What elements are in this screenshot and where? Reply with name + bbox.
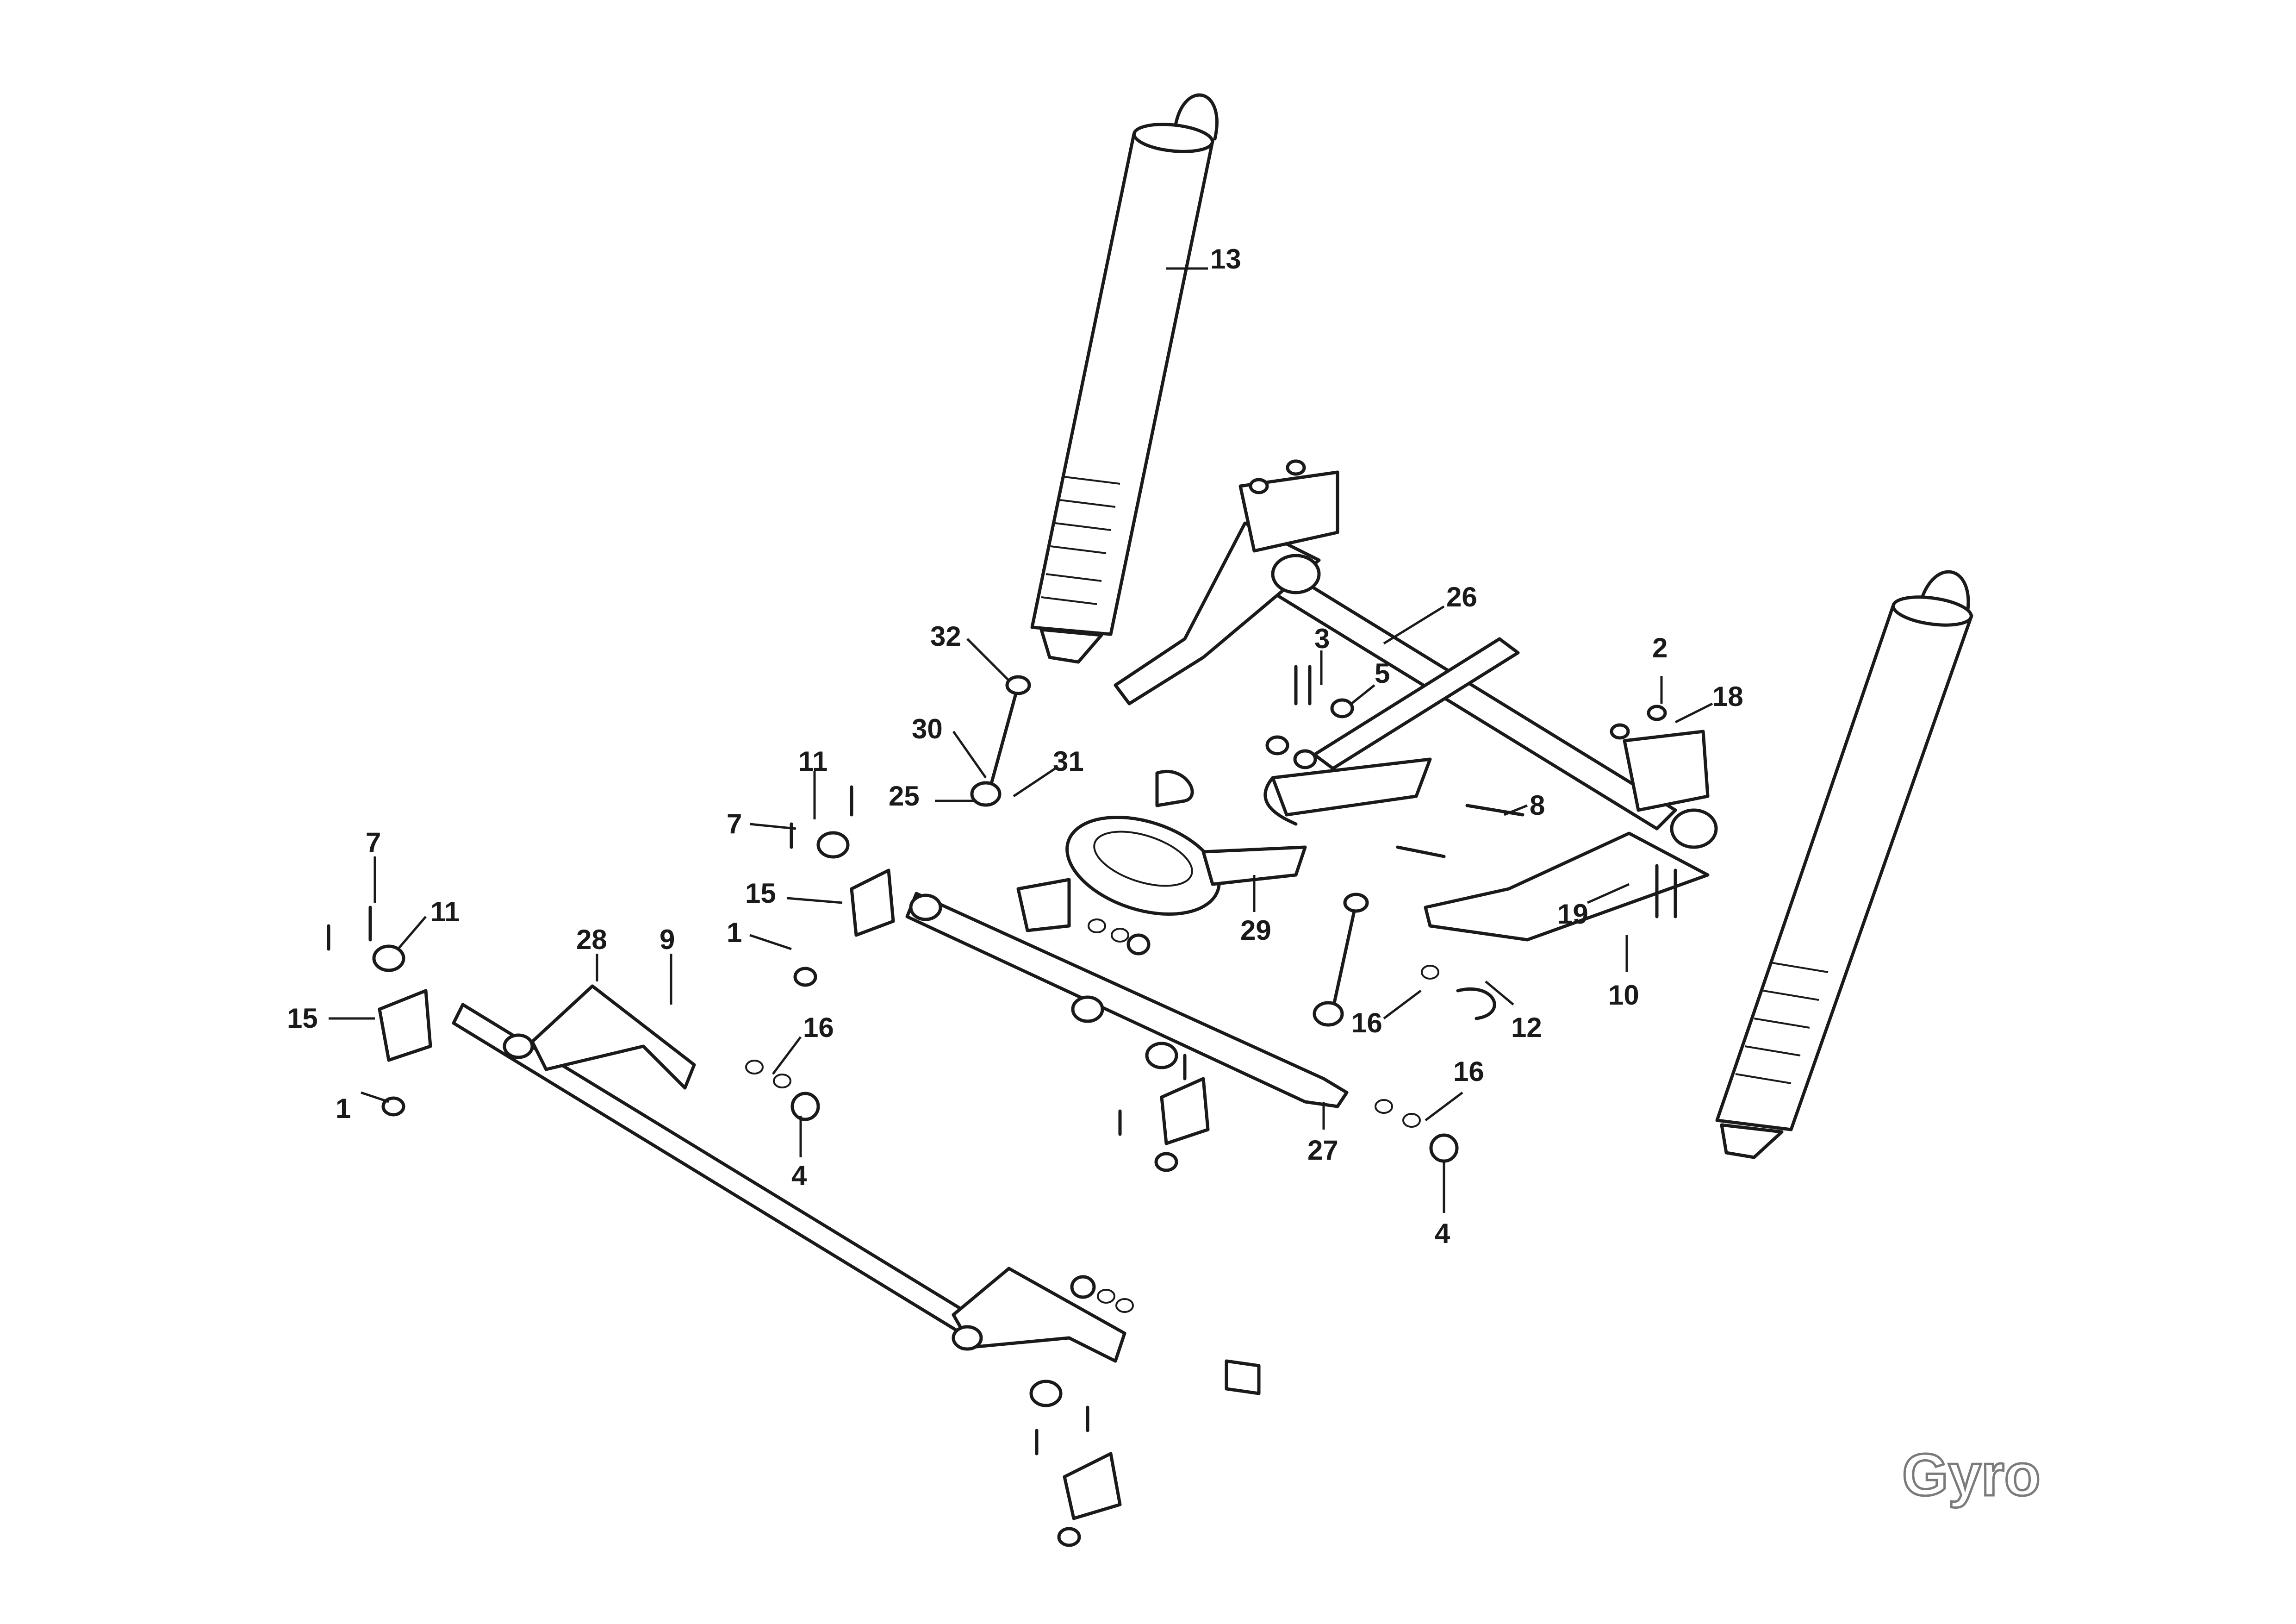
callout-25: 25 bbox=[889, 781, 920, 812]
callout-15-b: 15 bbox=[287, 1003, 318, 1034]
callout-7-b: 7 bbox=[366, 827, 381, 858]
callout-11-b: 11 bbox=[430, 896, 460, 927]
link-rod-right bbox=[1313, 893, 1369, 1027]
callout-11-a: 11 bbox=[798, 746, 828, 777]
arm-part-27 bbox=[905, 878, 1349, 1108]
spring-part-13 bbox=[1030, 93, 1219, 664]
callout-18: 18 bbox=[1712, 681, 1743, 712]
callout-29: 29 bbox=[1240, 915, 1271, 946]
frame-part-26 bbox=[1114, 470, 1718, 942]
callout-4-a: 4 bbox=[791, 1160, 807, 1191]
callout-16-c: 16 bbox=[1453, 1056, 1484, 1087]
callout-8: 8 bbox=[1530, 790, 1545, 821]
callout-10: 10 bbox=[1608, 980, 1639, 1011]
callout-4-b: 4 bbox=[1435, 1218, 1450, 1249]
callout-16-b: 16 bbox=[803, 1012, 834, 1043]
callout-3: 3 bbox=[1314, 623, 1330, 654]
shaft-part-28 bbox=[452, 984, 1126, 1363]
pedal-part-29 bbox=[1065, 815, 1307, 916]
callout-19: 19 bbox=[1557, 899, 1588, 930]
hardware bbox=[327, 459, 1677, 1547]
callout-9: 9 bbox=[660, 924, 675, 955]
callout-1-b: 1 bbox=[336, 1093, 351, 1124]
callout-16-a: 16 bbox=[1351, 1007, 1382, 1038]
callout-30: 30 bbox=[912, 713, 943, 744]
leader-lines bbox=[329, 267, 1713, 1213]
spring-right bbox=[1715, 570, 1973, 1159]
callout-31: 31 bbox=[1053, 746, 1084, 777]
link-rod-assembly bbox=[970, 675, 1031, 807]
callout-1-a: 1 bbox=[727, 917, 742, 948]
bracket-part-15 bbox=[378, 868, 1210, 1520]
callout-32: 32 bbox=[930, 621, 961, 652]
callouts: 13 32 30 25 31 26 3 5 2 18 8 19 10 29 12… bbox=[287, 244, 1743, 1249]
callout-5: 5 bbox=[1375, 658, 1390, 689]
callout-15-a: 15 bbox=[745, 878, 776, 909]
callout-7-a: 7 bbox=[727, 808, 742, 839]
callout-26: 26 bbox=[1446, 581, 1477, 612]
callout-13: 13 bbox=[1210, 244, 1241, 275]
brand-logo: Gyro bbox=[1902, 1442, 2041, 1508]
callout-27: 27 bbox=[1307, 1135, 1338, 1166]
callout-2: 2 bbox=[1652, 632, 1668, 663]
callout-12: 12 bbox=[1511, 1012, 1542, 1043]
callout-28: 28 bbox=[576, 924, 607, 955]
